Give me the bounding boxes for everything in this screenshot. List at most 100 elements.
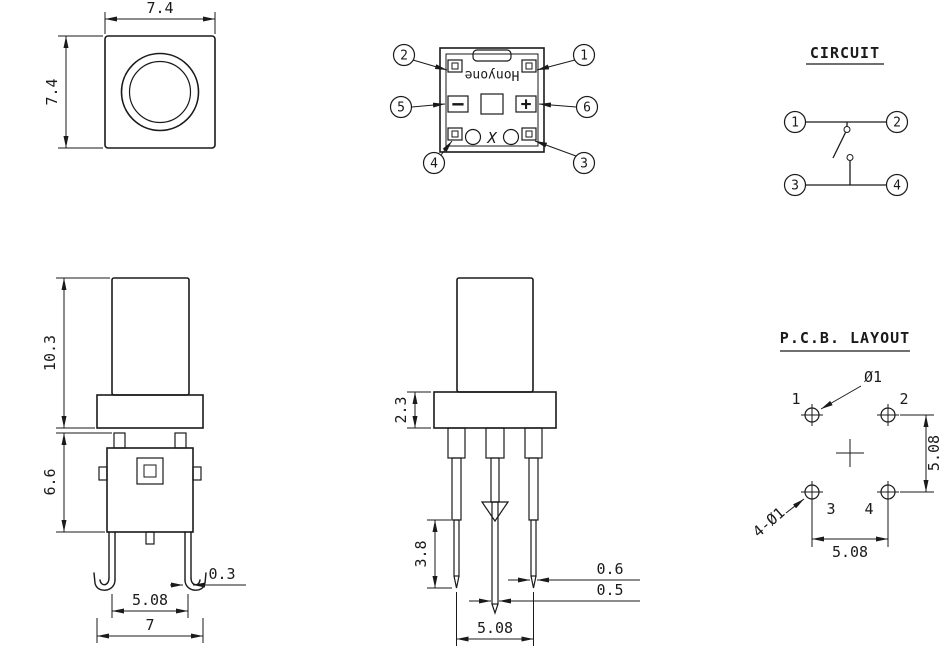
switch-blade	[832, 132, 847, 159]
holes-note-label: 4-Ø1	[749, 504, 788, 541]
leader-line	[820, 385, 862, 410]
pin-number-3: 3	[580, 157, 588, 172]
dim-label-lead-length: 3.8	[412, 540, 430, 567]
hole-1	[801, 404, 823, 426]
circuit-diagram: CIRCUIT 1 2 3 4	[783, 44, 909, 197]
callout-circle-2	[392, 43, 416, 67]
terminal-number-3: 3	[791, 179, 799, 194]
pad-top-right	[521, 59, 537, 73]
leader-line	[538, 102, 577, 108]
pin-number-2: 2	[400, 49, 408, 64]
post-left	[447, 427, 466, 459]
hole-4	[877, 481, 899, 503]
top-post-right	[174, 432, 187, 449]
pin-cross-section	[451, 130, 459, 138]
dim-label-flange-height: 2.3	[392, 396, 410, 423]
plus-polarity-mark: +	[521, 94, 532, 115]
dim-label-lead-width: 0.6	[596, 560, 623, 578]
lead-left-wide	[451, 457, 462, 521]
side-clip-right	[192, 466, 202, 481]
pin-cross-section	[525, 130, 533, 138]
pin-number-5: 5	[397, 101, 405, 116]
pad-bottom-right	[521, 127, 537, 141]
body-inner-outline	[445, 53, 539, 147]
hole-dia-callout: Ø1	[820, 368, 882, 410]
top-view: 7.4 7.4	[43, 0, 216, 149]
dim-top-width: 7.4	[104, 0, 216, 34]
switch-body-side	[106, 447, 194, 533]
dim-label-base-width: 7	[145, 616, 154, 634]
dim-top-height: 7.4	[43, 35, 103, 149]
pad-number-3: 3	[826, 500, 835, 518]
side-view: 10.3 6.6 0.3 5.08 7	[41, 277, 246, 643]
dim-label-height: 7.4	[43, 78, 61, 105]
center-stem-square	[480, 93, 504, 115]
leader-line	[536, 59, 576, 71]
leg-right-hook-inner	[190, 577, 201, 586]
dim-pitch-horizontal: 5.08	[811, 503, 889, 561]
flange-side	[96, 394, 204, 429]
cap-inner-circle	[128, 60, 192, 124]
minus-terminal-box	[447, 95, 469, 113]
leader-line	[534, 140, 577, 157]
center-stub	[145, 531, 155, 545]
fixed-contact-bottom	[846, 154, 854, 161]
leg-left-hook-inner	[99, 577, 110, 586]
lead-center	[491, 501, 499, 605]
fixed-contact-top	[843, 126, 851, 133]
bottom-view: − + X Honyone 2 1 5 6 4 3	[389, 43, 599, 175]
snap-legs	[93, 531, 207, 591]
dim-label-pitch-v: 5.08	[925, 435, 943, 471]
pcb-layout: P.C.B. LAYOUT 1 2 3	[749, 329, 943, 561]
callout-circle-4	[422, 151, 446, 175]
x-marking: X	[486, 129, 497, 147]
brand-label: Honyone	[464, 67, 519, 82]
dim-label-width: 7.4	[146, 0, 173, 17]
dim-body-height: 6.6	[41, 432, 112, 533]
flange-front	[433, 391, 557, 429]
callout-circle-6	[575, 95, 599, 119]
callout-circle-5	[389, 95, 413, 119]
dim-total-height: 10.3	[41, 277, 110, 429]
terminal-number-4: 4	[893, 179, 901, 194]
lead-right-narrow	[530, 519, 537, 577]
callout-circle-3	[572, 151, 596, 175]
dim-label-total-height: 10.3	[41, 335, 59, 371]
hole-dia-label: Ø1	[864, 368, 882, 386]
dim-lead-thickness: 0.3	[170, 565, 246, 588]
body-outline	[439, 47, 545, 153]
minus-polarity-mark: −	[452, 92, 465, 116]
leader-line	[785, 498, 805, 514]
dim-lead-pitch-side: 5.08	[111, 591, 189, 618]
dim-label-lead-thickness: 0.3	[208, 565, 235, 583]
leader-line	[412, 59, 448, 71]
stem-housing	[136, 457, 164, 485]
pad-number-1: 1	[791, 390, 800, 408]
hole-3	[801, 481, 823, 503]
pin-number-6: 6	[583, 101, 591, 116]
lead-center-tip	[491, 603, 499, 615]
top-tab	[472, 49, 512, 62]
leader-line	[440, 140, 453, 156]
pin-number-1: 1	[580, 49, 588, 64]
post-right	[524, 427, 543, 459]
pad-bottom-left	[447, 127, 463, 141]
dim-lead-width: 0.6	[508, 560, 640, 583]
hole-2	[877, 404, 899, 426]
terminal-number-1: 1	[791, 116, 799, 131]
center-stem-front	[490, 457, 500, 503]
cap-outer-circle	[120, 52, 200, 132]
terminal-number-2: 2	[893, 116, 901, 131]
center-mark	[836, 439, 864, 467]
post-center	[485, 427, 505, 459]
led-hole-right	[502, 128, 520, 146]
snap-barb	[480, 501, 510, 523]
dim-lead-pitch-front: 5.08	[456, 592, 534, 646]
lead-right-tip	[530, 575, 537, 589]
pcb-title: P.C.B. LAYOUT	[780, 329, 910, 347]
lead-left-narrow	[453, 519, 460, 577]
dim-label-body-height: 6.6	[41, 468, 59, 495]
holes-note-callout: 4-Ø1	[749, 498, 805, 541]
